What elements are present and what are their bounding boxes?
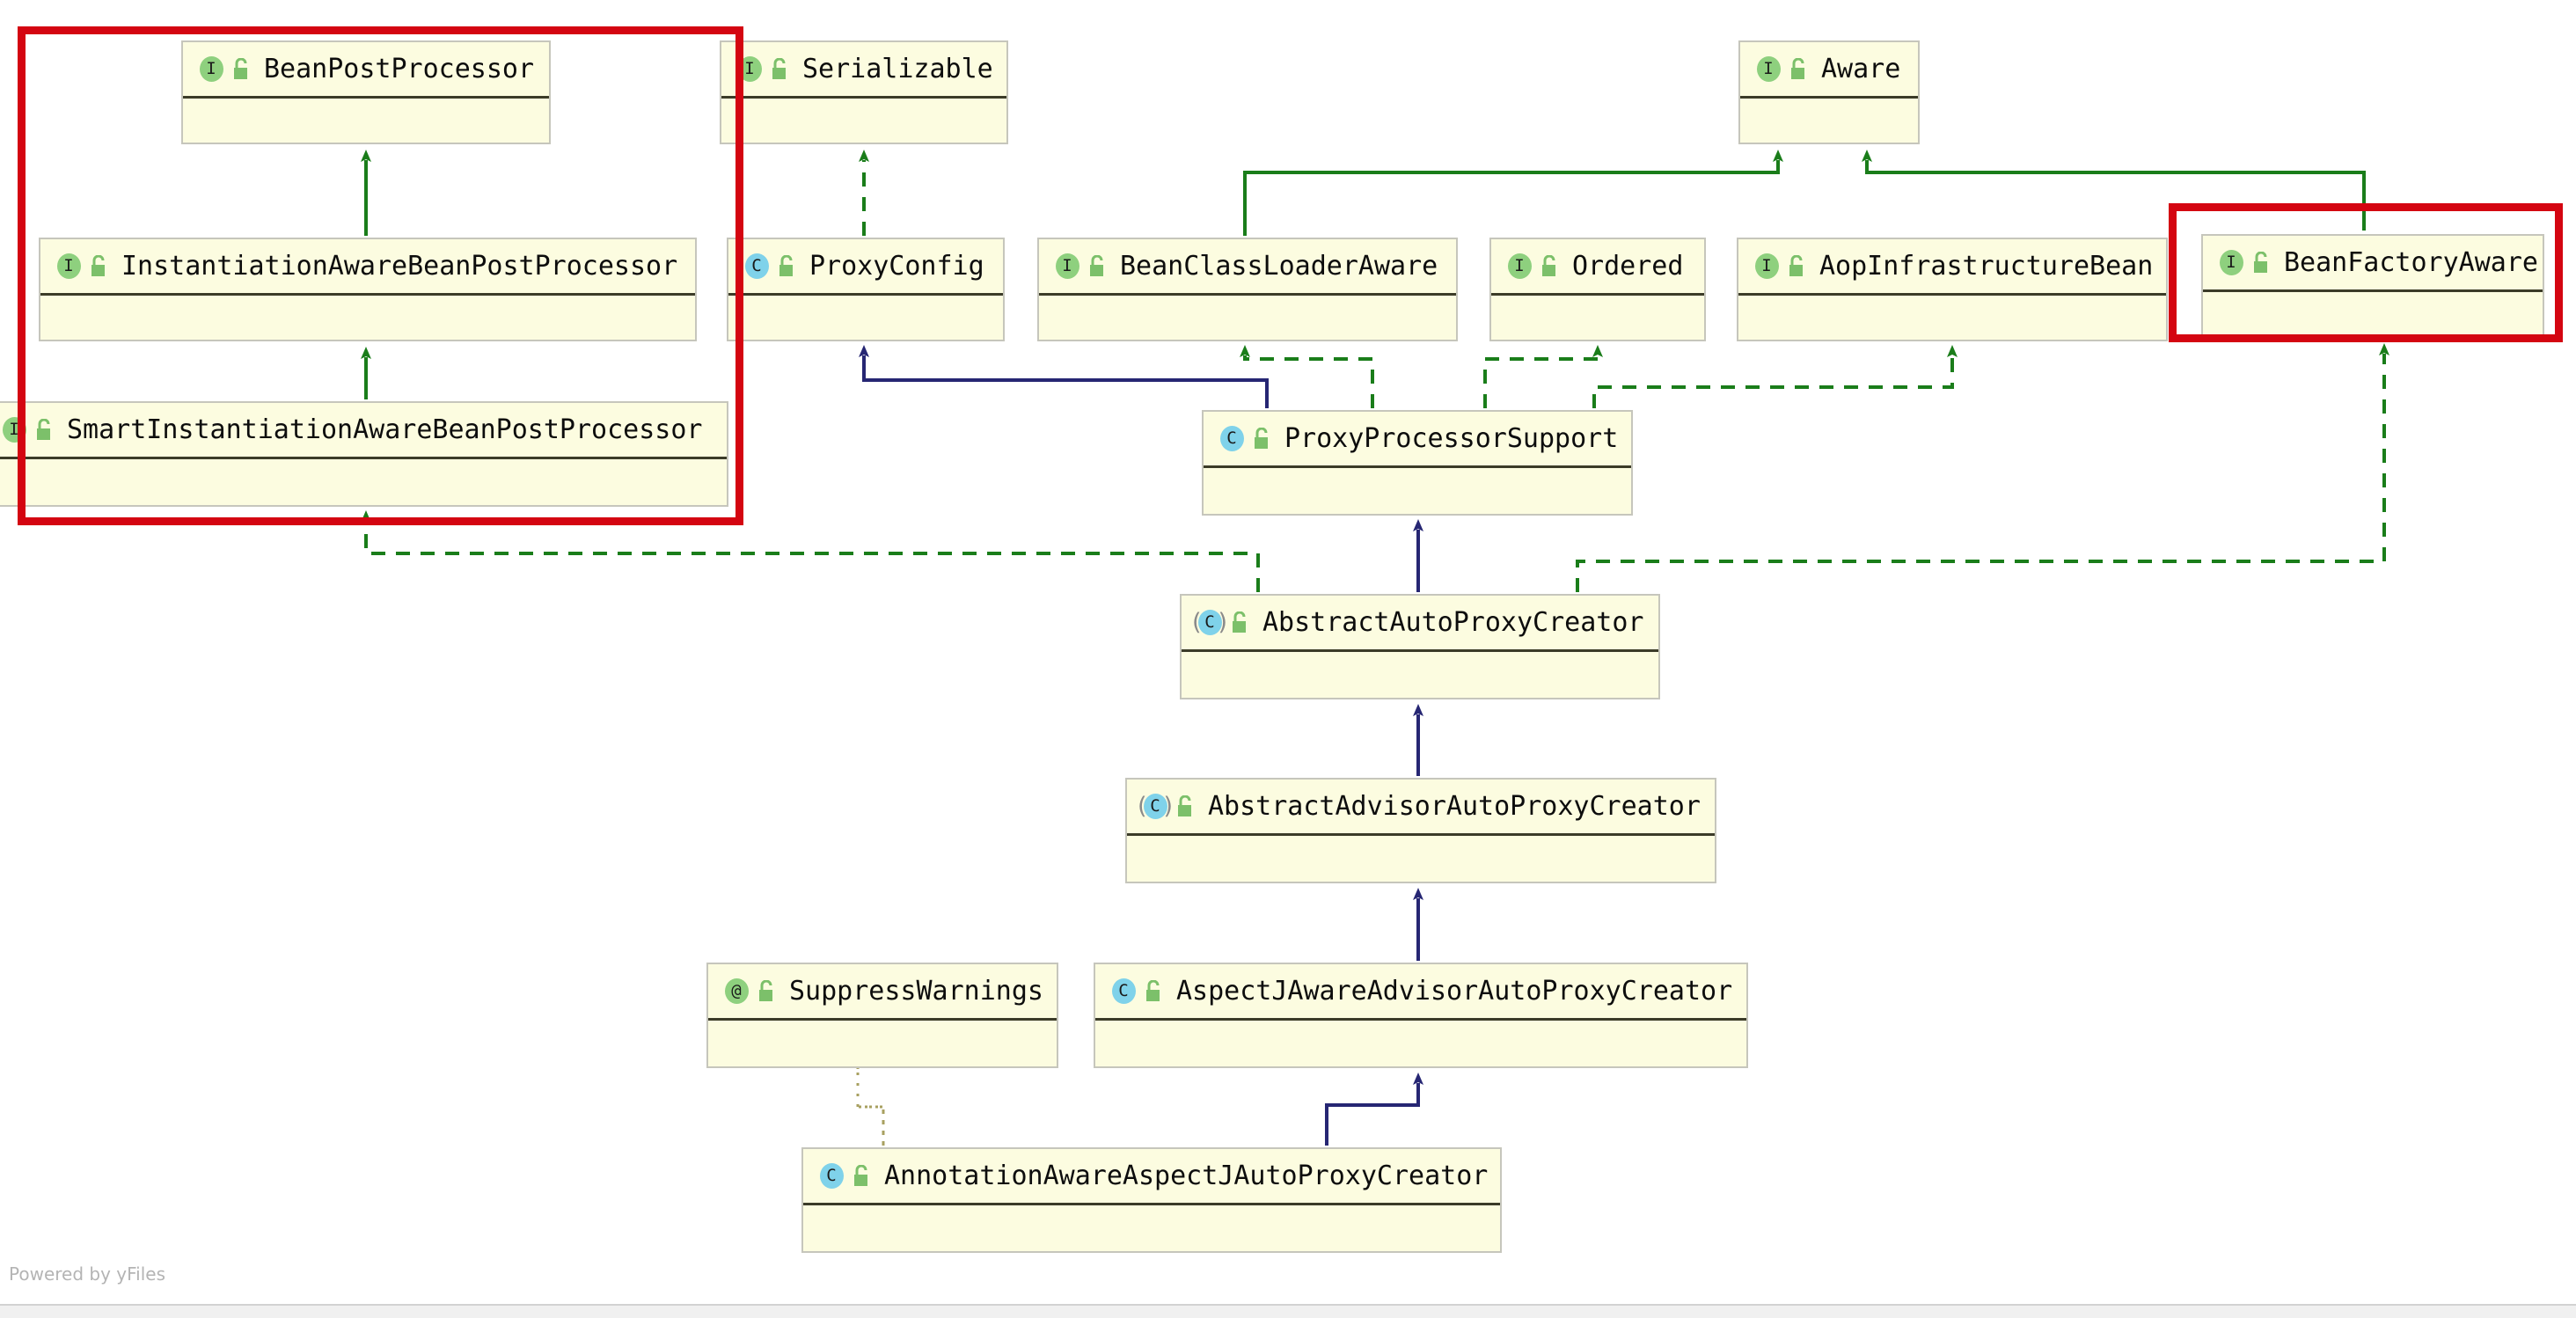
open-padlock-icon (772, 57, 786, 79)
open-padlock-icon (854, 1164, 867, 1186)
uml-node-title-row: I InstantiationAwareBeanPostProcessor (40, 239, 695, 296)
uml-node-label: Ordered (1572, 250, 1684, 282)
class-icon: C (1109, 978, 1138, 1006)
uml-class-node[interactable]: I Ordered (1489, 238, 1706, 341)
uml-node-members-compartment (1182, 652, 1658, 698)
uml-node-title-row: I Aware (1740, 42, 1918, 99)
interface-icon: I (1505, 253, 1533, 281)
open-padlock-icon (1146, 979, 1160, 1001)
powered-by-watermark: Powered by yFiles (9, 1263, 165, 1285)
interface-icon: I (1754, 55, 1782, 84)
uml-node-members-compartment (1127, 836, 1715, 882)
uml-node-title-row: C AbstractAdvisorAutoProxyCreator (1127, 780, 1715, 836)
uml-node-members-compartment (0, 459, 727, 505)
uml-class-node[interactable]: I Serializable (720, 40, 1008, 144)
uml-class-node[interactable]: I InstantiationAwareBeanPostProcessor (39, 238, 697, 341)
uml-node-label: ProxyConfig (809, 250, 984, 282)
uml-node-members-compartment (728, 296, 1003, 340)
uml-node-label: AspectJAwareAdvisorAutoProxyCreator (1176, 975, 1733, 1007)
uml-class-node[interactable]: C ProxyConfig (727, 238, 1005, 341)
open-padlock-icon (37, 418, 50, 440)
uml-node-label: BeanFactoryAware (2284, 246, 2538, 278)
bottom-scrollbar-track[interactable] (0, 1304, 2576, 1318)
uml-node-label: AopInfrastructureBean (1819, 250, 2154, 282)
interface-icon: I (1053, 253, 1081, 281)
uml-node-label: AbstractAutoProxyCreator (1262, 606, 1644, 638)
class-icon: C (817, 1162, 845, 1190)
uml-node-label: Aware (1821, 53, 1901, 84)
interface-icon: I (0, 416, 28, 444)
uml-class-node[interactable]: C AnnotationAwareAspectJAutoProxyCreator (801, 1147, 1502, 1253)
open-padlock-icon (1255, 427, 1268, 449)
uml-node-title-row: C AbstractAutoProxyCreator (1182, 596, 1658, 652)
open-padlock-icon (1542, 254, 1555, 276)
uml-node-title-row: I BeanClassLoaderAware (1039, 239, 1456, 296)
uml-node-title-row: @ SuppressWarnings (708, 964, 1057, 1021)
uml-class-node[interactable]: I Aware (1738, 40, 1920, 144)
uml-node-title-row: I Ordered (1491, 239, 1704, 296)
open-padlock-icon (91, 254, 105, 276)
uml-node-label: ProxyProcessorSupport (1284, 422, 1619, 454)
uml-node-members-compartment (1039, 296, 1456, 340)
uml-node-title-row: I BeanFactoryAware (2203, 236, 2543, 292)
uml-node-title-row: C ProxyConfig (728, 239, 1003, 296)
abstract-class-icon: C (1196, 609, 1224, 637)
uml-node-members-compartment (183, 99, 549, 143)
uml-node-members-compartment (1740, 99, 1918, 143)
uml-node-title-row: I SmartInstantiationAwareBeanPostProcesso… (0, 403, 727, 459)
uml-node-label: BeanClassLoaderAware (1120, 250, 1438, 282)
uml-node-title-row: I AopInfrastructureBean (1738, 239, 2166, 296)
open-padlock-icon (759, 979, 772, 1001)
uml-node-members-compartment (803, 1205, 1500, 1251)
interface-icon: I (197, 55, 225, 84)
interface-icon: I (55, 253, 83, 281)
uml-node-label: AnnotationAwareAspectJAutoProxyCreator (884, 1160, 1489, 1191)
open-padlock-icon (1090, 254, 1103, 276)
uml-class-node[interactable]: C AbstractAutoProxyCreator (1180, 594, 1660, 699)
open-padlock-icon (234, 57, 247, 79)
class-icon: C (743, 253, 771, 281)
uml-node-members-compartment (721, 99, 1006, 143)
uml-class-node[interactable]: I BeanFactoryAware (2201, 234, 2544, 340)
uml-class-node[interactable]: C ProxyProcessorSupport (1202, 410, 1633, 516)
uml-node-label: SuppressWarnings (789, 975, 1043, 1007)
uml-node-label: InstantiationAwareBeanPostProcessor (121, 250, 678, 282)
uml-node-label: SmartInstantiationAwareBeanPostProcessor (67, 414, 703, 445)
uml-node-members-compartment (2203, 292, 2543, 338)
uml-node-members-compartment (40, 296, 695, 340)
uml-node-members-compartment (1491, 296, 1704, 340)
uml-class-node[interactable]: I BeanPostProcessor (181, 40, 551, 144)
uml-node-title-row: I BeanPostProcessor (183, 42, 549, 99)
open-padlock-icon (779, 254, 793, 276)
uml-node-label: BeanPostProcessor (264, 53, 535, 84)
uml-node-label: Serializable (802, 53, 993, 84)
open-padlock-icon (2254, 251, 2267, 273)
interface-icon: I (2217, 249, 2245, 277)
uml-class-node[interactable]: I SmartInstantiationAwareBeanPostProcesso… (0, 401, 728, 507)
abstract-class-icon: C (1141, 793, 1169, 821)
uml-class-node[interactable]: I AopInfrastructureBean (1737, 238, 2168, 341)
interface-icon: I (1753, 253, 1781, 281)
open-padlock-icon (1233, 611, 1246, 633)
open-padlock-icon (1791, 57, 1804, 79)
uml-class-node[interactable]: C AbstractAdvisorAutoProxyCreator (1125, 778, 1716, 883)
uml-node-members-compartment (1204, 468, 1631, 514)
uml-class-node[interactable]: C AspectJAwareAdvisorAutoProxyCreator (1094, 963, 1748, 1068)
uml-node-title-row: C AnnotationAwareAspectJAutoProxyCreator (803, 1149, 1500, 1205)
uml-node-title-row: I Serializable (721, 42, 1006, 99)
uml-class-node[interactable]: @ SuppressWarnings (706, 963, 1058, 1068)
uml-node-title-row: C AspectJAwareAdvisorAutoProxyCreator (1095, 964, 1746, 1021)
uml-class-node[interactable]: I BeanClassLoaderAware (1037, 238, 1458, 341)
uml-node-title-row: C ProxyProcessorSupport (1204, 412, 1631, 468)
interface-icon: I (735, 55, 764, 84)
uml-node-label: AbstractAdvisorAutoProxyCreator (1208, 790, 1701, 822)
uml-node-members-compartment (708, 1021, 1057, 1066)
uml-node-members-compartment (1738, 296, 2166, 340)
open-padlock-icon (1789, 254, 1803, 276)
open-padlock-icon (1178, 794, 1191, 816)
uml-node-members-compartment (1095, 1021, 1746, 1066)
class-icon: C (1218, 425, 1246, 453)
annotation-icon: @ (722, 978, 750, 1006)
